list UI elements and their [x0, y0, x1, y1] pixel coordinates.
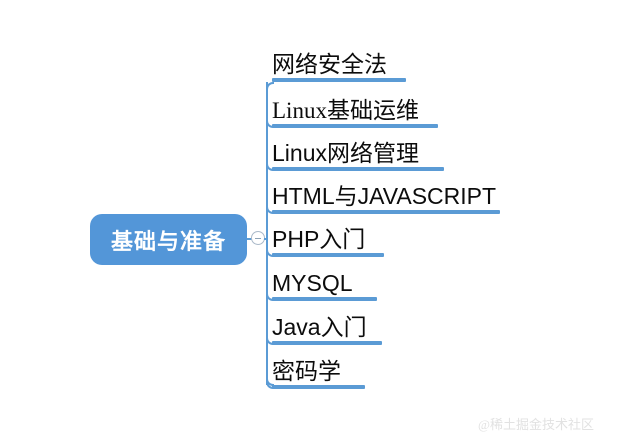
root-connector-stub [247, 238, 252, 240]
branch-elbow-connector [266, 204, 274, 214]
branch-item[interactable]: Linux网络管理 [266, 133, 444, 171]
branch-item[interactable]: Java入门 [266, 307, 382, 345]
branch-item[interactable]: 网络安全法 [272, 44, 406, 82]
branch-item[interactable]: MYSQL [266, 263, 377, 301]
root-node[interactable]: 基础与准备 [90, 214, 247, 265]
branch-item[interactable]: 密码学 [266, 351, 365, 389]
collapse-toggle-icon[interactable] [251, 231, 265, 245]
branch-underline [272, 124, 438, 128]
branch-item[interactable]: PHP入门 [266, 219, 384, 257]
branch-item-label: HTML与JAVASCRIPT [272, 183, 497, 209]
trunk-top-elbow [266, 82, 274, 91]
branch-elbow-connector [266, 379, 274, 389]
watermark: @稀土掘金技术社区 [478, 417, 594, 432]
branch-item-label: MYSQL [272, 270, 353, 296]
branch-item-label: 密码学 [272, 359, 341, 384]
branch-item-label: Java入门 [272, 314, 367, 340]
branch-underline [272, 341, 382, 345]
branch-underline [272, 78, 406, 82]
branch-item[interactable]: Linux基础运维 [266, 90, 438, 128]
branch-item-label: Linux基础运维 [272, 98, 419, 123]
branch-elbow-connector [266, 335, 274, 345]
branch-elbow-connector [266, 118, 274, 128]
branch-elbow-connector [266, 247, 274, 257]
branch-underline [272, 167, 444, 171]
root-node-label: 基础与准备 [110, 228, 226, 254]
branch-trunk-line [266, 82, 268, 385]
branch-elbow-connector [266, 161, 274, 171]
branch-underline [272, 385, 365, 389]
branch-item-label: Linux网络管理 [272, 140, 419, 166]
branch-elbow-connector [266, 291, 274, 301]
branch-item-label: 网络安全法 [272, 52, 387, 77]
branch-underline [272, 297, 377, 301]
branch-underline [272, 253, 384, 257]
branch-item[interactable]: HTML与JAVASCRIPT [266, 176, 500, 214]
branch-item-label: PHP入门 [272, 226, 366, 252]
branch-underline [272, 210, 500, 214]
